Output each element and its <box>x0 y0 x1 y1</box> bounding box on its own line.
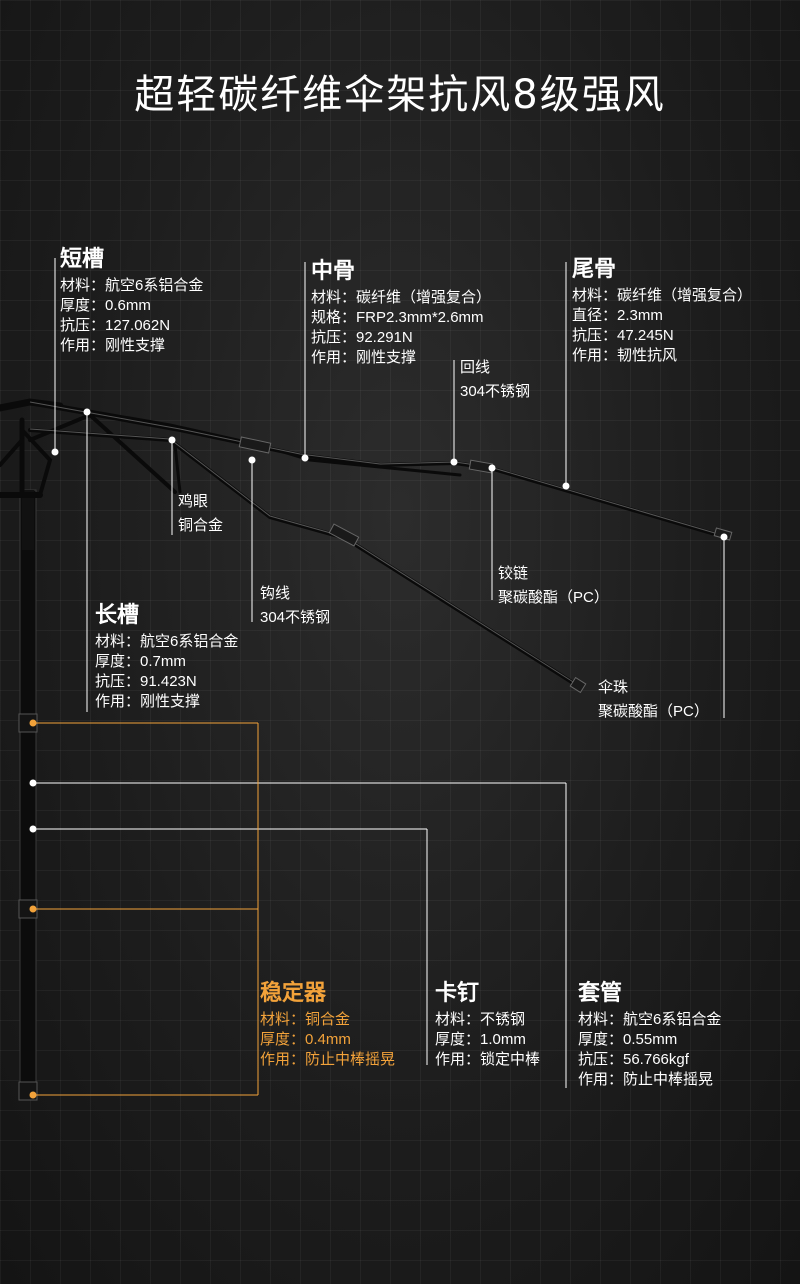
leader-lines <box>33 258 725 1088</box>
spec-line: 厚度：1.0mm <box>435 1031 526 1048</box>
spec-line: 厚度：0.6mm <box>60 297 151 314</box>
sleeve-spec: 套管 材料：航空6系铝合金 厚度：0.55mm 抗压：56.766kgf 作用：… <box>578 980 721 1090</box>
callout-material: 铜合金 <box>178 517 224 534</box>
long-slot-heading: 长槽 <box>95 602 140 627</box>
spec-line: 材料：碳纤维（增强复合） <box>311 289 492 306</box>
umbrella-ribs <box>0 398 727 688</box>
callout-label: 伞珠 <box>598 679 629 696</box>
callout-material: 304不锈钢 <box>460 383 531 400</box>
leader-dots <box>29 408 728 833</box>
spec-line: 抗压：56.766kgf <box>578 1051 689 1068</box>
middle-rib-spec: 中骨 材料：碳纤维（增强复合） 规格：FRP2.3mm*2.6mm 抗压：92.… <box>311 258 491 368</box>
callout-label: 鸡眼 <box>178 493 209 510</box>
spec-line: 抗压：47.245N <box>572 327 674 344</box>
long-slot-spec: 长槽 材料：航空6系铝合金 厚度：0.7mm 抗压：91.423N 作用：刚性支… <box>95 602 238 712</box>
bead-callout: 伞珠 聚碳酸酯（PC） <box>598 676 709 724</box>
page-title: 超轻碳纤维伞架抗风8级强风 <box>134 72 666 118</box>
spec-line: 作用：防止中棒摇晃 <box>578 1071 714 1088</box>
spec-line: 作用：刚性支撑 <box>311 349 417 366</box>
tail-rib-heading: 尾骨 <box>572 256 617 281</box>
rib-joints <box>238 436 733 694</box>
callout-label: 铰链 <box>498 565 529 582</box>
spec-line: 作用：韧性抗风 <box>572 347 678 364</box>
hook-wire-callout: 钩线 304不锈钢 <box>260 582 330 630</box>
middle-rib-heading: 中骨 <box>311 258 356 283</box>
spec-line: 作用：防止中棒摇晃 <box>260 1051 396 1068</box>
spec-line: 材料：航空6系铝合金 <box>60 277 204 294</box>
stabilizer-heading: 稳定器 <box>260 980 327 1005</box>
umbrella-shaft <box>18 489 38 1101</box>
eyelet-callout: 鸡眼 铜合金 <box>178 490 223 538</box>
callout-material: 304不锈钢 <box>260 609 331 626</box>
spec-line: 作用：刚性支撑 <box>95 693 201 710</box>
clip-heading: 卡钉 <box>435 980 480 1005</box>
hinge-callout: 铰链 聚碳酸酯（PC） <box>498 562 609 610</box>
spec-line: 厚度：0.55mm <box>578 1031 678 1048</box>
spec-line: 厚度：0.4mm <box>260 1031 351 1048</box>
spec-line: 抗压：92.291N <box>311 329 413 346</box>
callout-label: 钩线 <box>260 585 291 602</box>
spec-line: 材料：航空6系铝合金 <box>578 1011 722 1028</box>
return-wire-callout: 回线 304不锈钢 <box>460 356 530 404</box>
spec-line: 作用：刚性支撑 <box>60 337 166 354</box>
callout-material: 聚碳酸酯（PC） <box>498 589 609 606</box>
spec-line: 材料：航空6系铝合金 <box>95 633 239 650</box>
spec-line: 规格：FRP2.3mm*2.6mm <box>311 309 484 326</box>
stabilizer-spec: 稳定器 材料：铜合金 厚度：0.4mm 作用：防止中棒摇晃 <box>260 980 395 1070</box>
spec-line: 抗压：127.062N <box>60 317 171 334</box>
spec-line: 材料：铜合金 <box>260 1011 351 1028</box>
stabilizer-dots <box>29 719 37 1099</box>
short-slot-spec: 短槽 材料：航空6系铝合金 厚度：0.6mm 抗压：127.062N 作用：刚性… <box>60 246 203 356</box>
clip-spec: 卡钉 材料：不锈钢 厚度：1.0mm 作用：锁定中棒 <box>435 980 540 1070</box>
spec-line: 作用：锁定中棒 <box>435 1051 541 1068</box>
stabilizer-leaders <box>33 722 259 1096</box>
sleeve-heading: 套管 <box>578 980 623 1005</box>
spec-line: 厚度：0.7mm <box>95 653 186 670</box>
spec-line: 抗压：91.423N <box>95 673 197 690</box>
callout-label: 回线 <box>460 359 491 376</box>
spec-line: 直径：2.3mm <box>572 307 663 324</box>
spec-line: 材料：不锈钢 <box>435 1011 526 1028</box>
spec-line: 材料：碳纤维（增强复合） <box>572 287 753 304</box>
callout-material: 聚碳酸酯（PC） <box>598 703 709 720</box>
tail-rib-spec: 尾骨 材料：碳纤维（增强复合） 直径：2.3mm 抗压：47.245N 作用：韧… <box>572 256 752 366</box>
short-slot-heading: 短槽 <box>60 246 105 271</box>
